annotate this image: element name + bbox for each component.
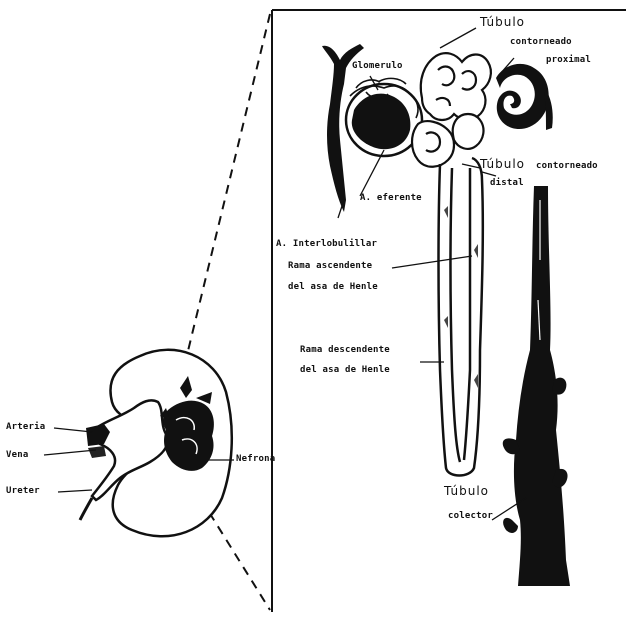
label-tubulo-distal-1: Túbulo: [480, 158, 525, 170]
label-nefrona: Nefrona: [236, 455, 275, 464]
label-ureter: Ureter: [6, 487, 40, 496]
proximal-convoluted-tubule: [421, 53, 491, 120]
label-vena: Vena: [6, 451, 28, 460]
label-rama-ascendente-1: Rama ascendente: [288, 262, 372, 271]
label-arteria: Arteria: [6, 423, 45, 432]
label-glomerulo: Glomerulo: [352, 62, 403, 71]
label-rama-descendente-2: del asa de Henle: [300, 366, 390, 375]
loop-of-henle-texture: [444, 206, 478, 388]
collecting-duct: [503, 186, 570, 586]
label-a-interlobulillar: A. Interlobulillar: [276, 240, 377, 249]
label-rama-ascendente-2: del asa de Henle: [288, 283, 378, 292]
label-tubulo-proximal-2: contorneado: [510, 38, 572, 47]
label-a-eferente: A. eferente: [360, 194, 422, 203]
label-tubulo-proximal-1: Túbulo: [480, 16, 525, 28]
kidney: [80, 350, 232, 536]
label-tubulo-distal-3: distal: [490, 179, 524, 188]
glomerulus: [346, 78, 422, 156]
label-tubulo-proximal-3: proximal: [546, 56, 591, 65]
label-rama-descendente-1: Rama descendente: [300, 346, 390, 355]
label-tubulo-colector-1: Túbulo: [444, 485, 489, 497]
label-tubulo-distal-2: contorneado: [536, 162, 598, 171]
label-tubulo-colector-2: colector: [448, 512, 493, 521]
loop-of-henle: [439, 158, 483, 476]
connecting-tubule: [496, 64, 553, 130]
